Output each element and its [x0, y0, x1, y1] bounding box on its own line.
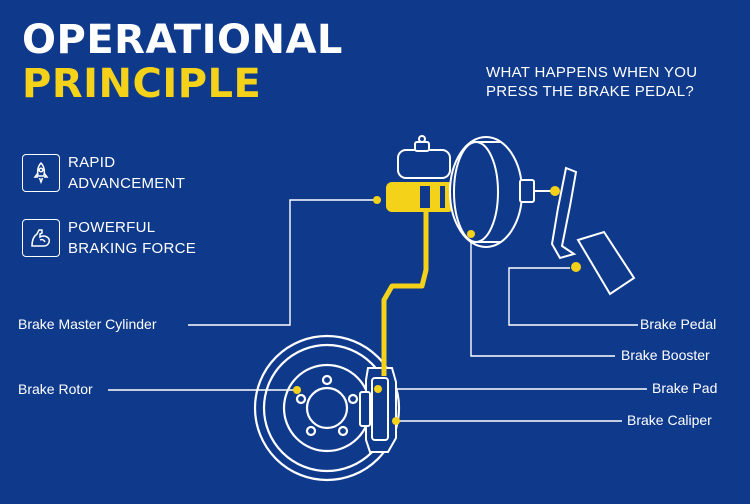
feature-powerful-braking: POWERFUL BRAKING FORCE [22, 217, 196, 259]
master-cylinder [386, 135, 454, 212]
title-line-1: OPERATIONAL [22, 17, 343, 63]
label-brake-pad: Brake Pad [652, 380, 718, 396]
label-brake-pedal: Brake Pedal [640, 316, 717, 332]
feature-label: POWERFUL BRAKING FORCE [68, 219, 197, 257]
brake-booster [449, 136, 556, 248]
flexed-arm-icon [22, 219, 60, 257]
label-brake-caliper: Brake Caliper [627, 412, 712, 428]
title-line-2: PRINCIPLE [22, 61, 262, 107]
connection-dots [293, 196, 475, 425]
label-brake-booster: Brake Booster [621, 347, 710, 363]
label-brake-rotor: Brake Rotor [18, 381, 93, 397]
leader-booster [470, 234, 615, 357]
label-brake-master-cylinder: Brake Master Cylinder [18, 316, 157, 332]
brake-pedal [550, 166, 636, 296]
leader-master-cylinder [188, 199, 375, 326]
feature-label: RAPID ADVANCEMENT [68, 154, 186, 192]
rocket-icon [22, 154, 60, 192]
brake-caliper [359, 367, 397, 453]
question-text: WHAT HAPPENS WHEN YOU PRESS THE BRAKE PE… [486, 64, 698, 100]
feature-rapid-advancement: RAPID ADVANCEMENT [22, 152, 185, 194]
leader-pedal [508, 267, 638, 326]
brake-line [381, 206, 429, 376]
